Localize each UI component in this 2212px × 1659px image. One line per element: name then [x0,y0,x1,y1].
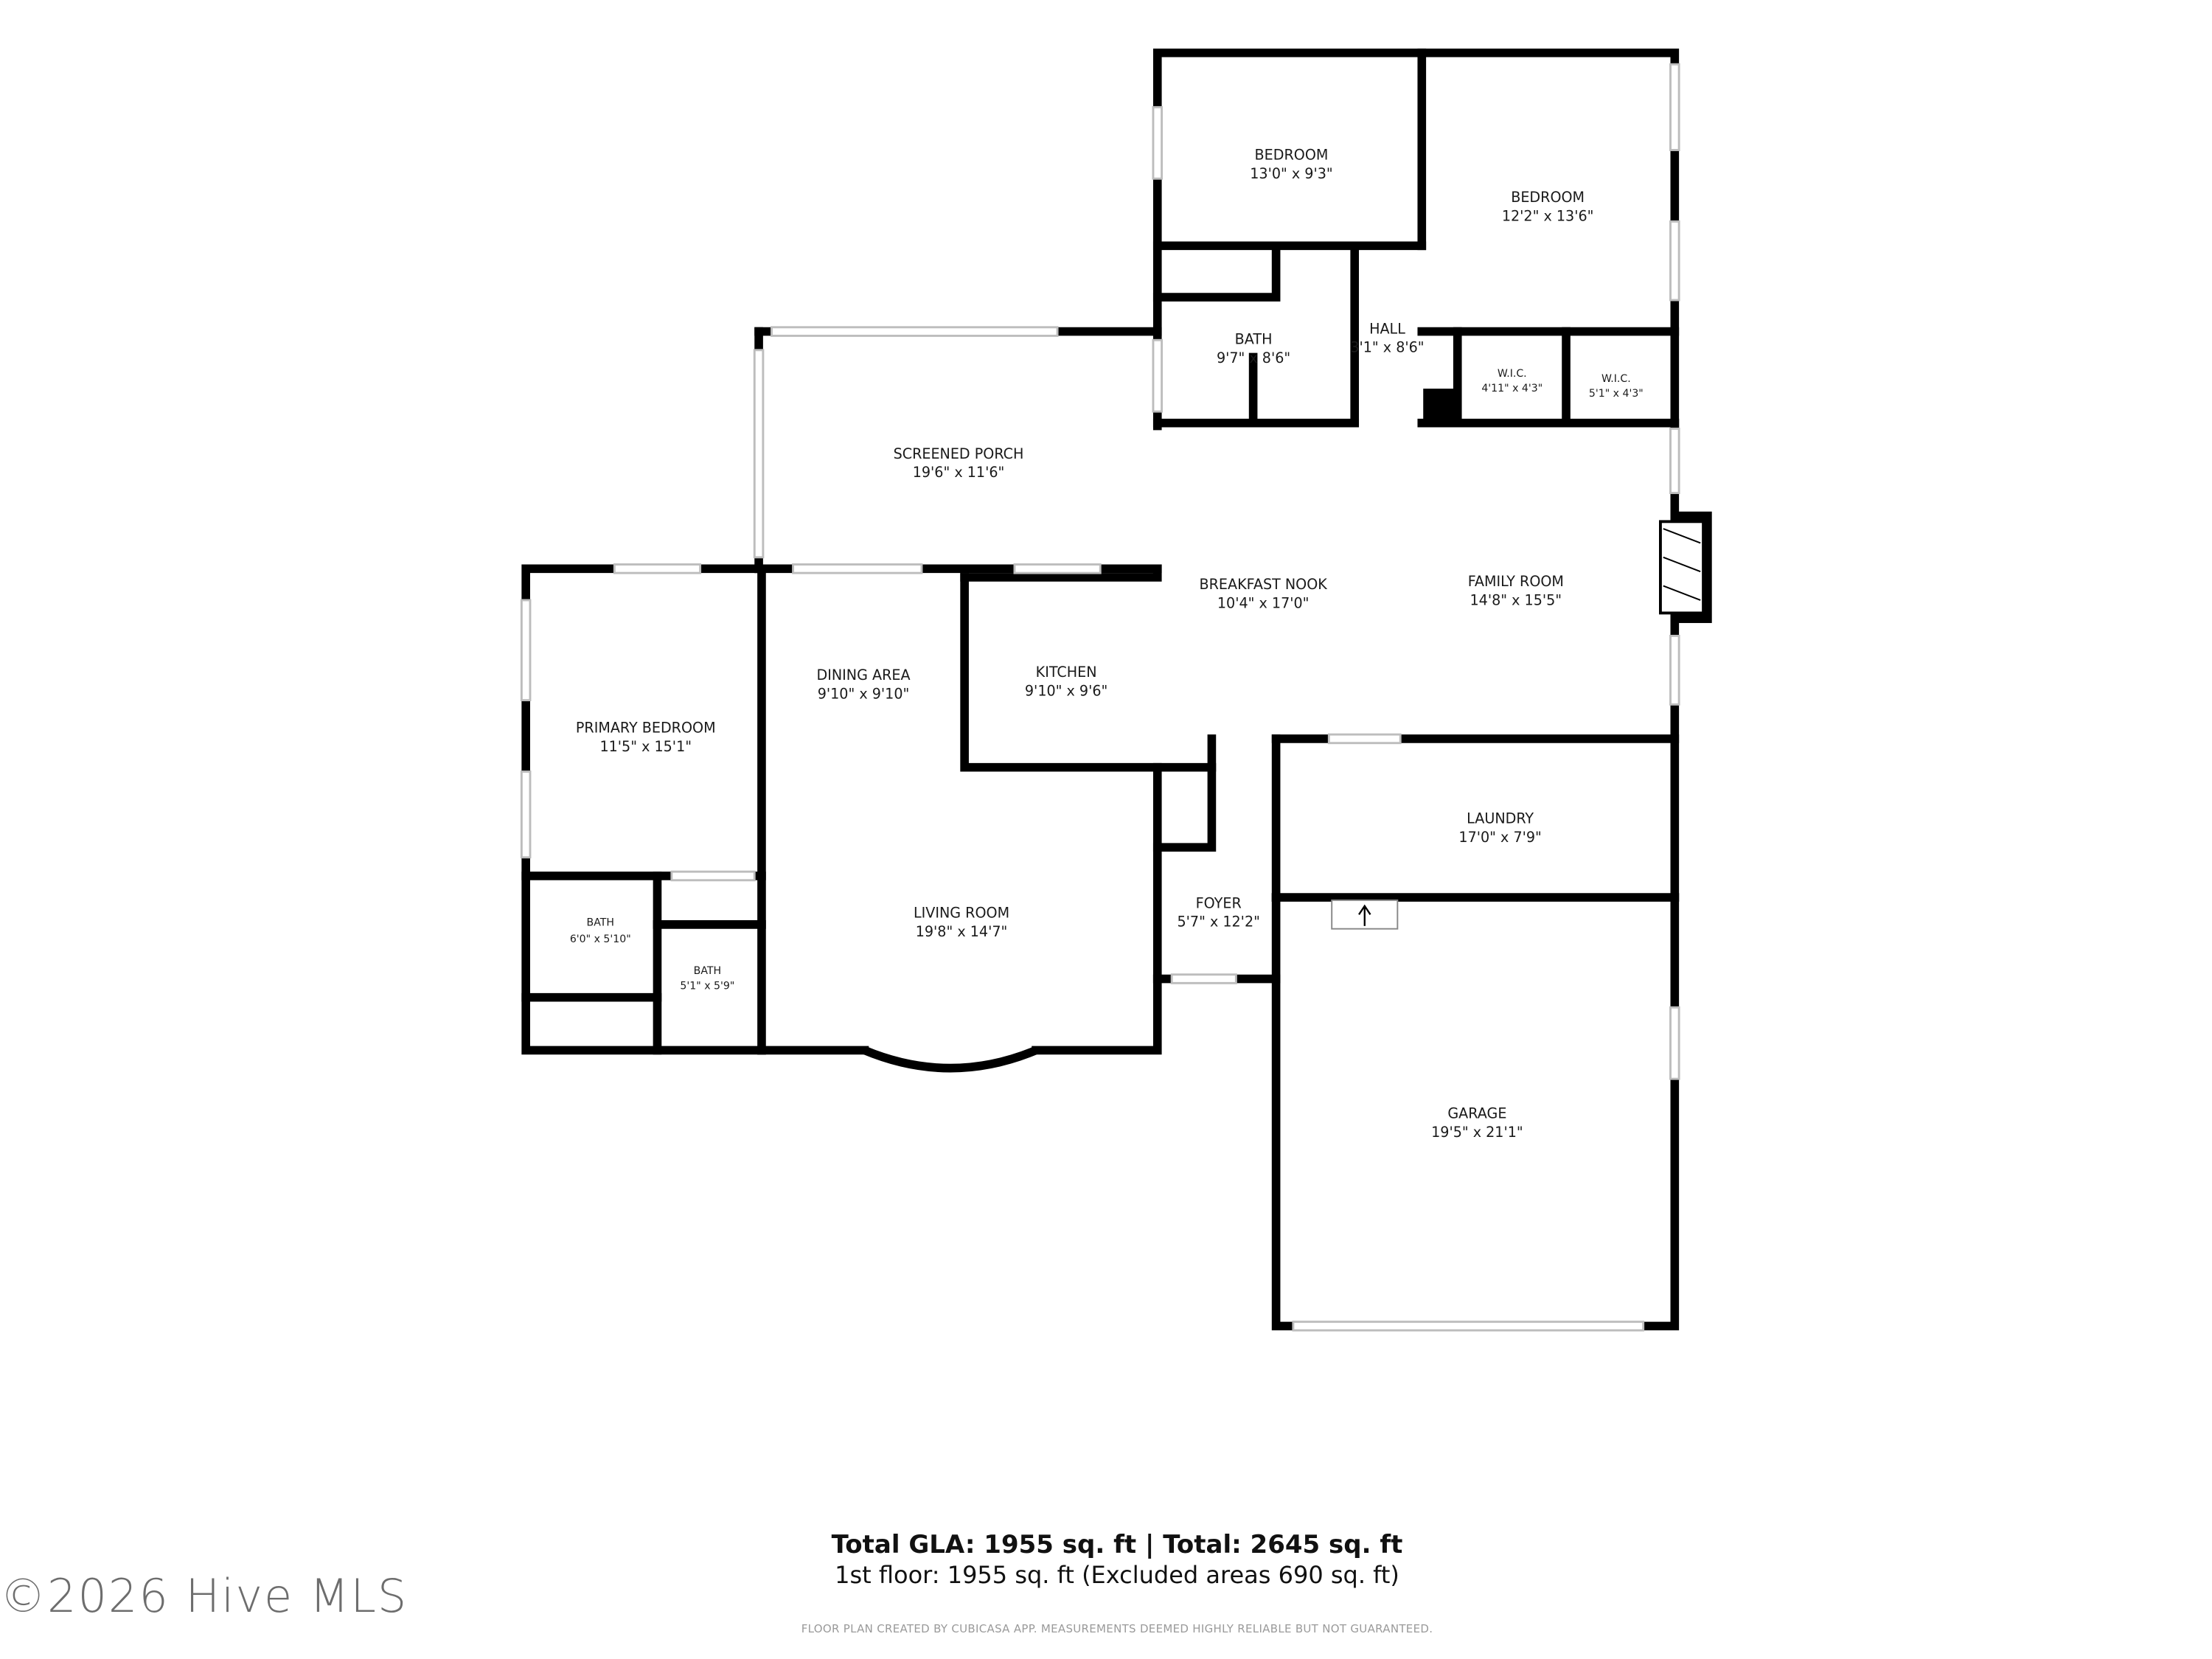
room-label-wic-1: W.I.C. [1498,368,1527,380]
window [1669,1006,1680,1080]
wall-kitchen-north [960,564,1162,582]
room-labels: BEDROOM 13'0" x 9'3" BEDROOM 12'2" x 13'… [570,147,1644,1141]
room-dims-bedroom-1: 13'0" x 9'3" [1250,165,1332,182]
window [1152,105,1164,180]
window [1669,427,1680,495]
room-dims-screened-porch: 19'6" x 11'6" [913,464,1005,481]
room-label-bath-small: BATH [694,965,721,977]
room-dims-bedroom-2: 12'2" x 13'6" [1502,207,1594,224]
room-dims-garage: 19'5" x 21'1" [1431,1124,1523,1141]
garage-step [1331,899,1399,930]
room-label-dining-area: DINING AREA [816,667,910,684]
window [520,771,532,859]
window [753,349,765,559]
wall-primary-outline [521,564,766,1055]
window [613,563,702,574]
window [1170,973,1237,984]
window [1292,1321,1645,1332]
window [1669,220,1680,302]
room-dims-bath-primary: 6'0" x 5'10" [570,933,631,945]
room-dims-bath-small: 5'1" x 5'9" [680,980,734,992]
room-label-bedroom-1: BEDROOM [1255,147,1329,164]
room-dims-laundry: 17'0" x 7'9" [1458,829,1541,846]
wall-kitchen [960,573,1217,772]
room-dims-breakfast-nook: 10'4" x 17'0" [1217,594,1310,611]
room-dims-bath-upper: 9'7" x 8'6" [1217,349,1290,366]
room-label-hall: HALL [1369,320,1405,337]
fireplace [1423,389,1712,623]
wall-living-south [757,974,1162,1055]
wall-closet [1152,762,1217,852]
room-label-garage: GARAGE [1447,1105,1506,1122]
wall-north-wing-outline [1152,48,1680,431]
window [792,563,923,574]
room-dims-foyer: 5'7" x 12'2" [1177,914,1259,931]
room-label-bath-upper: BATH [1235,331,1273,348]
window [1669,634,1680,706]
room-dims-family-room: 14'8" x 15'5" [1470,591,1562,608]
total-area-summary: Total GLA: 1955 sq. ft | Total: 2645 sq.… [831,1530,1403,1559]
room-label-wic-2: W.I.C. [1601,373,1631,385]
disclaimer-text: FLOOR PLAN CREATED BY CUBICASA APP. MEAS… [801,1622,1433,1635]
room-label-primary-bedroom: PRIMARY BEDROOM [576,720,716,737]
room-dims-living-room: 19'8" x 14'7" [916,923,1008,940]
copyright-watermark: ©2026 Hive MLS [0,1569,408,1623]
room-dims-hall: 3'1" x 8'6" [1350,339,1424,356]
window [670,870,756,882]
room-label-screened-porch: SCREENED PORCH [894,445,1024,462]
room-label-bedroom-2: BEDROOM [1511,189,1585,206]
room-label-kitchen: KITCHEN [1036,664,1097,681]
room-dims-dining-area: 9'10" x 9'10" [818,685,910,702]
room-label-breakfast-nook: BREAKFAST NOOK [1200,576,1328,593]
window [1013,563,1102,574]
room-dims-wic-1: 4'11" x 4'3" [1481,383,1543,394]
room-dims-kitchen: 9'10" x 9'6" [1025,682,1107,699]
window [1669,63,1680,151]
wall-bath-north [1152,241,1281,302]
window [771,326,1059,337]
bay-window [863,1046,1038,1073]
room-label-bath-primary: BATH [587,917,614,929]
room-label-family-room: FAMILY ROOM [1468,573,1564,590]
window [520,599,532,702]
window [1327,733,1402,745]
windows [520,63,1680,1332]
room-label-living-room: LIVING ROOM [914,905,1009,922]
room-dims-primary-bedroom: 11'5" x 15'1" [599,738,692,755]
room-dims-wic-2: 5'1" x 4'3" [1589,388,1644,400]
room-label-foyer: FOYER [1196,894,1242,911]
room-label-laundry: LAUNDRY [1467,810,1534,827]
floor-area-summary: 1st floor: 1955 sq. ft (Excluded areas 6… [835,1561,1399,1589]
wall-laundry-north [1271,734,1680,902]
window [1152,338,1164,413]
